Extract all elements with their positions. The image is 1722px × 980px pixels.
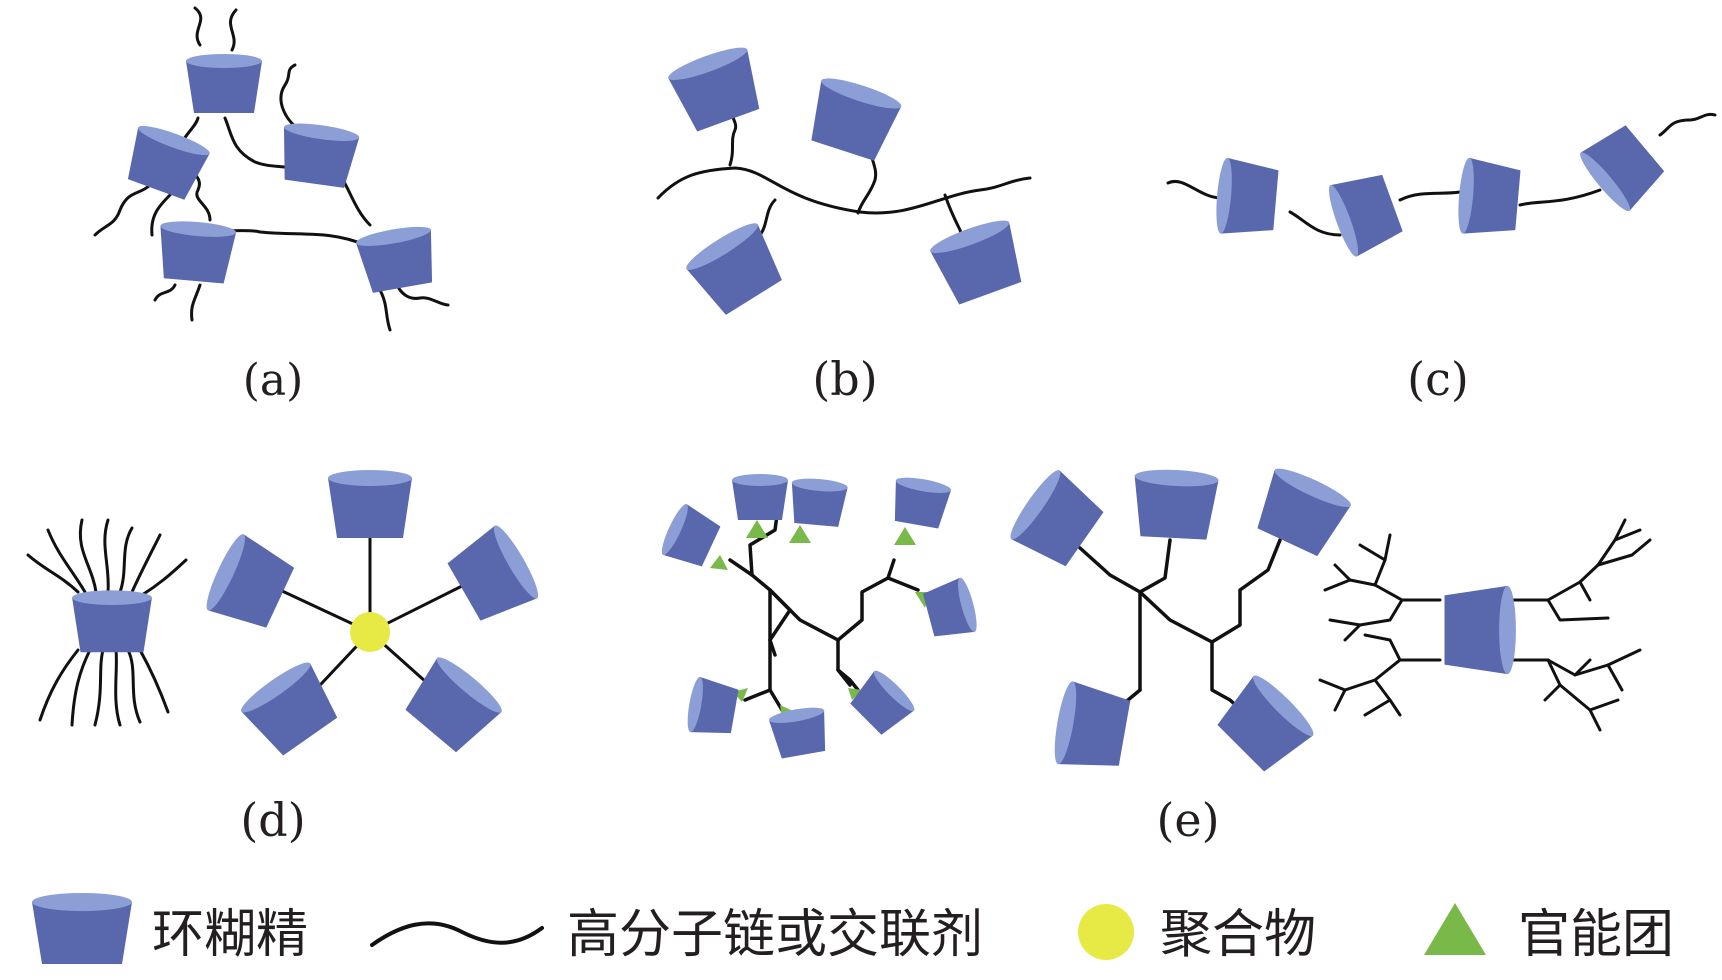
legend-cyclodextrin-label: 环糊精 [152,905,308,965]
panel-label-d: (d) [240,793,305,847]
legend-polymer-label: 聚合物 [1160,905,1316,965]
polymer-core-dot [350,612,390,652]
panel-a-network [93,6,450,332]
panel-label-c: (c) [1407,352,1469,406]
panel-label-a: (a) [243,355,304,406]
legend-cyclodextrin-icon [32,893,132,964]
panel-e-dendrimer-2-cyclodextrins [1004,462,1355,778]
panel-e-dendrimer-1-cyclodextrins [657,474,981,760]
legend-functional-group-label: 官能团 [1518,905,1674,965]
panel-b-cyclodextrins [665,41,1030,320]
panel-d-hairy-cd-ring [72,590,152,653]
panel-a-cyclodextrins [120,54,440,295]
panel-label-b: (b) [812,352,877,406]
legend-functional-group-icon [1424,903,1486,955]
legend-polymer-icon [1078,904,1134,960]
panel-e-dendron-cd [1318,518,1652,732]
panel-e-dendrimer-1 [728,506,920,717]
panel-d-hairy-cd [26,518,188,727]
panel-e-dendron-cd-ring [1444,585,1516,675]
panel-label-e: (e) [1156,793,1219,847]
legend-polymer-chain-icon [370,921,544,947]
legend-polymer-chain-label: 高分子链或交联剂 [567,905,983,965]
legend: 环糊精 高分子链或交联剂 聚合物 官能团 [32,893,1674,965]
